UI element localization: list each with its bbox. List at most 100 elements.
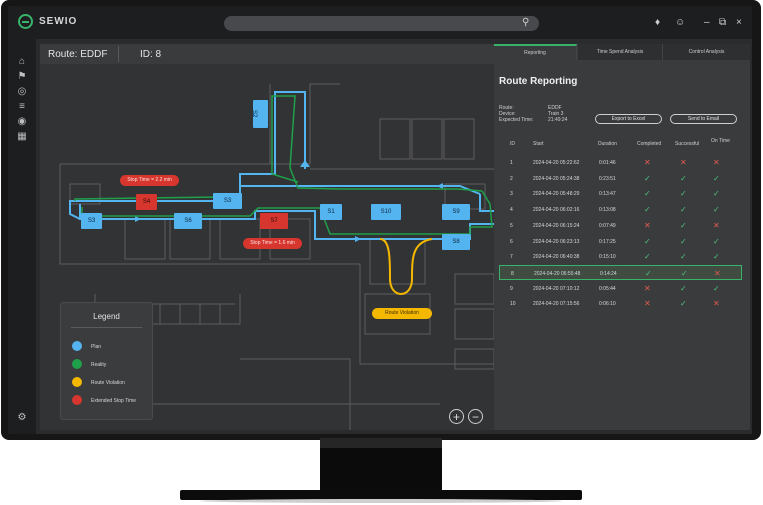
column-on-time[interactable]: On Time	[711, 138, 730, 144]
check-icon: ✓	[713, 236, 720, 246]
table-row[interactable]: 6 2024-04-20 06:23:13 0:17:25 ✓ ✓ ✓	[499, 234, 742, 249]
minimize-icon[interactable]: –	[704, 17, 710, 28]
flag-icon[interactable]: ⚑	[17, 71, 27, 82]
row-start: 2024-04-20 05:22:62	[533, 160, 580, 166]
check-icon: ✓	[644, 189, 651, 199]
column-start[interactable]: Start	[533, 141, 544, 147]
filter-icon[interactable]: ≡	[19, 101, 25, 112]
tab-control-analysis[interactable]: Control Analysis	[663, 44, 750, 60]
monitor-stand-base	[180, 490, 582, 500]
tab-reporting[interactable]: Reporting	[494, 44, 577, 60]
check-icon: ✓	[680, 236, 687, 246]
export-excel-button[interactable]: Export to Excel	[595, 114, 662, 124]
route-violation-badge: Route Violation	[372, 308, 432, 319]
stop-time-s4-badge: Stop Time = 2.2 min	[120, 175, 179, 186]
map-header: Route: EDDF ID: 8	[40, 44, 494, 64]
row-id: 5	[510, 222, 513, 229]
stop-s7-node[interactable]: S7	[260, 213, 288, 229]
stop-s6-node[interactable]: S6	[174, 213, 202, 229]
check-icon: ✓	[645, 268, 652, 278]
row-id: 3	[510, 191, 513, 198]
legend-plan-label: Plan	[91, 344, 102, 350]
row-id: 7	[510, 254, 513, 261]
stop-s3-node[interactable]: S3	[81, 213, 102, 229]
row-start: 2024-04-20 06:02:16	[533, 207, 580, 214]
stop-s4-node[interactable]: S4	[136, 194, 157, 210]
check-icon: ✓	[713, 252, 720, 262]
legend-extended-label: Extended Stop Time	[91, 398, 137, 404]
device-value: Train 3	[548, 111, 564, 117]
check-icon: ✓	[681, 268, 688, 278]
eye-icon[interactable]: ◉	[17, 116, 27, 127]
route-icon[interactable]: ◎	[17, 86, 27, 97]
monitor-base-shadow	[200, 499, 562, 503]
tab-time-spend-analysis[interactable]: Time Spend Analysis	[578, 44, 663, 60]
check-icon: ✓	[680, 299, 687, 309]
check-icon: ✓	[644, 173, 651, 183]
bell-icon[interactable]: ♦	[655, 17, 661, 28]
stop-s8-node[interactable]: S8	[442, 234, 470, 250]
settings-icon[interactable]: ⚙	[17, 412, 27, 423]
check-icon: ✓	[644, 205, 651, 215]
stop-s9-node[interactable]: S9	[442, 204, 470, 220]
expected-time-key: Expected Time:	[499, 117, 534, 123]
check-icon: ✓	[680, 205, 687, 215]
row-duration: 0:06:10	[599, 301, 616, 308]
stop-s2-node[interactable]: S2	[251, 100, 268, 128]
header-divider	[118, 46, 119, 62]
row-start: 2024-04-20 06:15:24	[533, 222, 580, 229]
stop-time-s7-badge: Stop Time = 1.6 min	[243, 238, 302, 249]
column-duration[interactable]: Duration	[598, 141, 617, 147]
legend-violation-dot	[72, 377, 82, 387]
search-input[interactable]	[224, 16, 539, 31]
zoom-in-button[interactable]: +	[449, 409, 464, 424]
stop-s3b-node[interactable]: S3	[213, 193, 242, 209]
restore-icon[interactable]: ⧉	[719, 17, 727, 28]
map-panel: Route: EDDF ID: 8	[40, 44, 494, 430]
row-start: 2024-04-20 07:15:56	[533, 301, 580, 308]
chart-icon[interactable]: ▦	[17, 131, 27, 142]
page-title: Route Reporting	[499, 76, 578, 87]
send-email-button[interactable]: Send to Email	[670, 114, 737, 124]
row-duration: 0:17:25	[599, 238, 616, 245]
row-start: 2024-04-20 06:23:13	[533, 238, 580, 245]
column-completed[interactable]: Completed	[637, 141, 662, 147]
report-panel: Reporting Time Spend Analysis Control An…	[494, 44, 750, 430]
route-key: Route:	[499, 105, 514, 111]
cross-icon: ✕	[644, 299, 651, 309]
row-start: 2024-04-20 05:48:29	[533, 191, 580, 198]
cross-icon: ✕	[714, 268, 721, 278]
legend-card: Legend Plan Reality Route Violation Exte…	[60, 302, 153, 420]
route-label: Route: EDDF	[48, 49, 108, 60]
row-duration: 0:14:24	[600, 270, 617, 277]
brand-name: SEWIO	[39, 16, 78, 27]
legend-reality-dot	[72, 359, 82, 369]
stop-s1-node[interactable]: S1	[320, 204, 342, 220]
search-icon[interactable]: ⚲	[522, 17, 530, 28]
row-id: 4	[510, 207, 513, 214]
row-id: 6	[510, 238, 513, 245]
check-icon: ✓	[644, 236, 651, 246]
check-icon: ✓	[713, 205, 720, 215]
cross-icon: ✕	[713, 299, 720, 309]
sidebar: ⌂ ⚑ ◎ ≡ ◉ ▦ ⚙	[8, 39, 36, 434]
close-icon[interactable]: ×	[736, 17, 742, 28]
zoom-out-button[interactable]: −	[468, 409, 483, 424]
check-icon: ✓	[713, 189, 720, 199]
home-icon[interactable]: ⌂	[18, 56, 26, 67]
user-icon[interactable]: ☺	[675, 17, 686, 28]
check-icon: ✓	[680, 220, 687, 230]
column-successful[interactable]: Successful	[675, 141, 700, 147]
stop-s10-node[interactable]: S10	[371, 204, 401, 220]
column-id[interactable]: ID	[510, 141, 515, 147]
check-icon: ✓	[713, 173, 720, 183]
